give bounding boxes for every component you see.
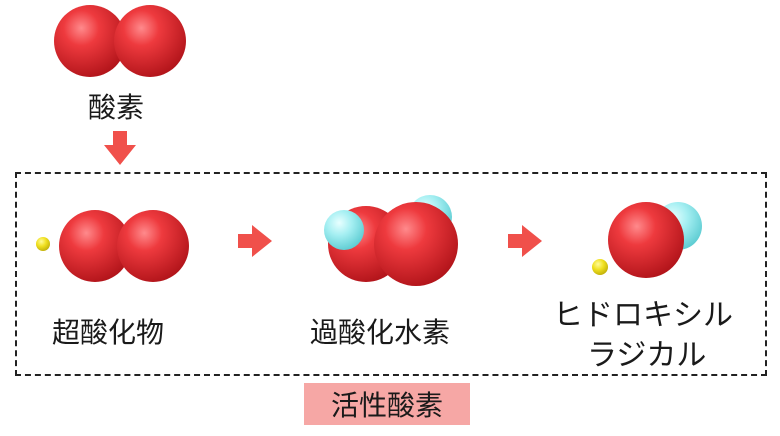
oxygen-molecule [54,5,186,77]
electron-dot [36,237,50,251]
superoxide-molecule [36,210,189,282]
hydrogen-peroxide-label: 過酸化水素 [310,316,451,349]
hydroxyl-radical-label-line2: ラジカル [587,338,707,373]
hydrogen-atom [324,210,364,250]
right-arrow-icon [238,225,272,257]
oxygen-atom [608,202,684,278]
oxygen-label: 酸素 [88,91,145,124]
oxygen-atom [117,210,189,282]
hydroxyl-radical-molecule [592,202,702,278]
oxygen-atom [54,5,126,77]
right-arrow-icon [508,225,542,257]
down-arrow-icon [104,131,136,165]
reactive-oxygen-group-frame [15,172,767,376]
electron-dot [592,259,608,275]
hydroxyl-radical-label-line1: ヒドロキシル [553,298,733,333]
reactive-oxygen-badge: 活性酸素 [304,383,470,425]
hydrogen-peroxide-molecule [324,195,458,286]
oxygen-atom [59,210,131,282]
oxygen-atom [114,5,186,77]
superoxide-label: 超酸化物 [52,316,165,349]
oxygen-atom [374,202,458,286]
